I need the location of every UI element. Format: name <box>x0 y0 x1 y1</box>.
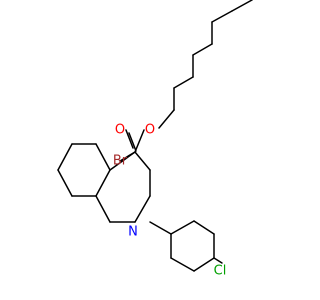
atom-label-carbonyl-oxygen: O <box>115 123 125 138</box>
chain-bond <box>158 109 175 129</box>
aryl-ring-bond <box>170 220 195 235</box>
atom-label-chlorine: Cl <box>214 264 227 279</box>
carbonyl-double-bond <box>128 132 137 152</box>
chain-bond <box>211 10 233 23</box>
benzo-ring-bond <box>95 143 111 171</box>
aryl-ring-bond <box>193 220 215 235</box>
ring-bond <box>134 195 151 223</box>
ring-bond <box>95 195 111 223</box>
aryl-ring-bond <box>193 257 215 272</box>
ring-bond <box>109 151 136 171</box>
ester-o-carbon-bond <box>134 129 145 153</box>
carbonyl-double-bond <box>125 129 134 149</box>
ring-bond <box>95 169 111 197</box>
molecule-structure: Br N Cl O O <box>57 0 253 279</box>
atom-label-ester-oxygen: O <box>145 123 155 138</box>
ring-bond <box>134 151 151 171</box>
aryl-link-bond <box>149 221 172 235</box>
atom-label-nitrogen: N <box>128 225 138 240</box>
benzo-ring-bond <box>57 169 73 197</box>
benzo-ring-bond <box>57 143 73 171</box>
atom-label-bromine: Br <box>113 154 128 169</box>
bond-layer <box>57 0 253 272</box>
chain-bond <box>173 76 194 89</box>
structure-canvas: Br N Cl O O <box>57 0 253 279</box>
aryl-ring-bond <box>170 257 195 272</box>
chain-bond <box>231 0 253 12</box>
chain-bond <box>192 43 213 56</box>
aryl-cl-bond <box>213 257 223 264</box>
